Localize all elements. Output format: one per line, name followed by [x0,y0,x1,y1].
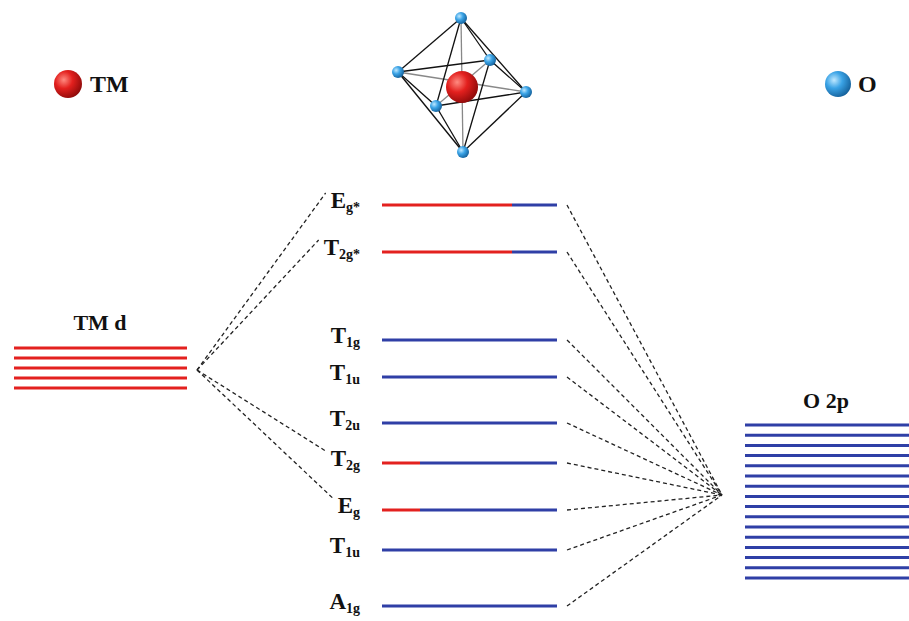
symmetry-label: T2u [330,405,360,435]
tm-d-level [14,387,187,390]
o-atom [457,146,469,158]
o-2p-level [745,577,909,580]
mo-level [382,605,557,608]
mo-level-tm-part [382,462,420,465]
orbital-label: O 2p [803,388,849,414]
o-2p-level [745,464,909,467]
o-2p-level [745,485,909,488]
mo-level [382,549,557,552]
octahedron [398,18,526,152]
mo-level [420,509,557,512]
correlation-line [197,193,326,370]
correlation-line [567,340,722,495]
correlation-line [567,495,722,606]
o-2p-level [745,424,909,427]
o-2p-level [745,526,909,529]
symmetry-label: T2g* [324,234,360,264]
correlation-line [567,495,722,510]
tm-d-level [14,367,187,370]
o-2p-level [745,495,909,498]
symmetry-label: Eg [338,492,360,522]
symmetry-label: Eg* [331,187,360,217]
symmetry-label: T2g [331,445,360,475]
mo-level [512,251,557,254]
mo-level [420,462,557,465]
mo-level [512,204,557,207]
o-2p-level [745,444,909,447]
symmetry-label: T1u [330,359,360,389]
o-atom [392,66,404,78]
correlation-line [567,423,722,495]
mo-level [382,422,557,425]
correlation-line [197,370,326,451]
mo-level-tm-part [382,204,512,207]
mo-level-tm-part [382,509,420,512]
correlation-line [567,205,722,495]
tm-atom [446,71,478,103]
o-2p-level [745,546,909,549]
o-2p-level [745,454,909,457]
correlation-line [567,495,722,550]
o-atom [430,100,442,112]
symmetry-label: T1u [330,532,360,562]
correlation-line [567,252,722,495]
tm-d-level [14,357,187,360]
correlation-line [567,463,722,495]
o-atom [484,54,496,66]
correlation-line [197,370,333,498]
tm-d-level [14,377,187,380]
o-2p-level [745,475,909,478]
orbital-label: TM d [73,310,126,336]
o-2p-level [745,505,909,508]
o-2p-level [745,434,909,437]
correlation-line [197,240,319,370]
mo-level-tm-part [382,251,512,254]
o-atom [455,12,467,24]
mo-level [382,376,557,379]
o-2p-level [745,556,909,559]
o-2p-level [745,515,909,518]
symmetry-label: A1g [329,588,360,618]
atom-label: O [858,70,877,99]
mo-level [382,339,557,342]
o-2p-level [745,566,909,569]
symmetry-label: T1g [331,322,360,352]
atom-label: TM [90,70,129,99]
o-2p-level [745,536,909,539]
o-sphere [825,71,851,97]
o-atom [520,86,532,98]
tm-sphere [54,70,82,98]
correlation-line [567,377,722,495]
tm-d-level [14,347,187,350]
